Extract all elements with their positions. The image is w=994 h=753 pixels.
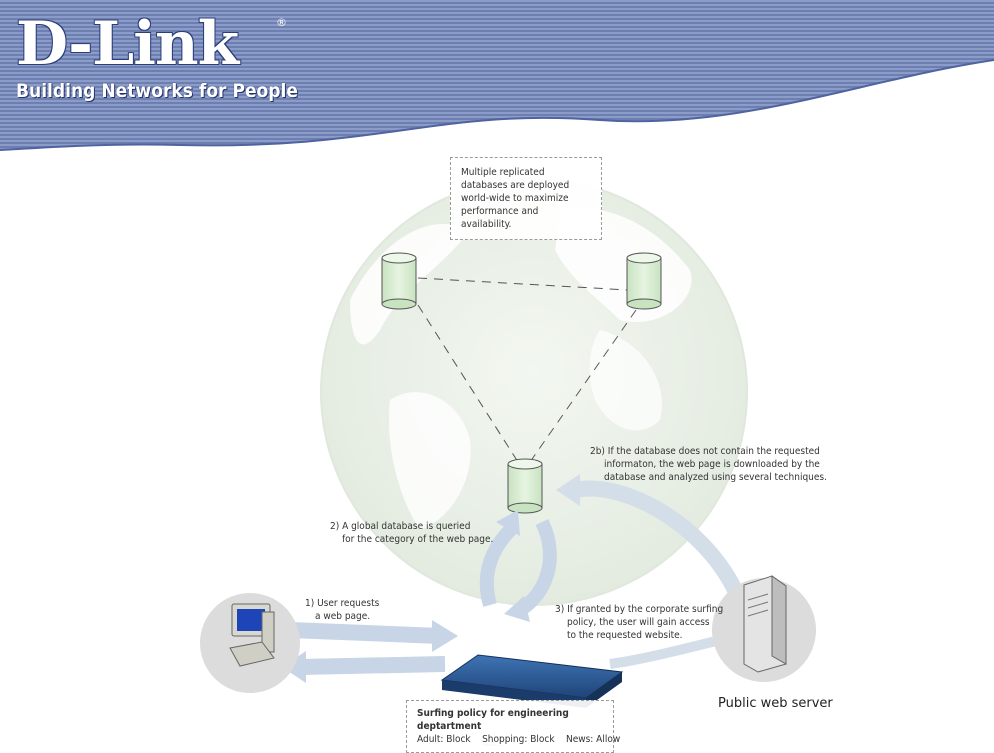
step3-line3: to the requested website. (567, 630, 683, 641)
step1-note: 1) User requests a web page. (305, 597, 379, 623)
step2-note: 2) A global database is queried for the … (330, 520, 493, 546)
step2-line2: for the category of the web page. (342, 534, 494, 545)
logo-tagline: Building Networks for People (16, 80, 298, 102)
user-computer-icon (200, 593, 300, 693)
web-server-icon (712, 575, 816, 682)
surfing-policy-box: Surfing policy for engineering deptartme… (406, 700, 621, 753)
step3-line1: 3) If granted by the corporate surfing (555, 604, 724, 615)
dlink-logo: D-Link (16, 9, 239, 79)
database-icon-americas (381, 252, 417, 310)
step3-note: 3) If granted by the corporate surfing p… (555, 603, 723, 642)
step1-line2: a web page. (315, 611, 371, 622)
step2b-line1: 2b) If the database does not contain the… (590, 446, 820, 457)
step2b-note: 2b) If the database does not contain the… (590, 445, 827, 484)
step1-line1: 1) User requests (305, 598, 380, 609)
web-server-label: Public web server (718, 696, 833, 711)
header-banner (0, 0, 994, 151)
replicated-note-text: Multiple replicated databases are deploy… (461, 167, 570, 230)
step2b-line2: informaton, the web page is downloaded b… (604, 459, 820, 470)
step2b-line3: database and analyzed using several tech… (604, 472, 827, 483)
policy-rules: Adult: Block Shopping: Block News: Allow (417, 734, 621, 745)
registered-mark: ® (276, 16, 287, 29)
step3-line2: policy, the user will gain access (567, 617, 710, 628)
database-icon-eurasia (626, 252, 662, 310)
replicated-databases-note: Multiple replicated databases are deploy… (450, 157, 602, 240)
step2-line1: 2) A global database is queried (330, 521, 471, 532)
flow-arrows (282, 474, 743, 683)
database-links (417, 277, 637, 463)
database-icon-global (507, 458, 543, 514)
policy-title: Surfing policy for engineering deptartme… (417, 708, 569, 732)
